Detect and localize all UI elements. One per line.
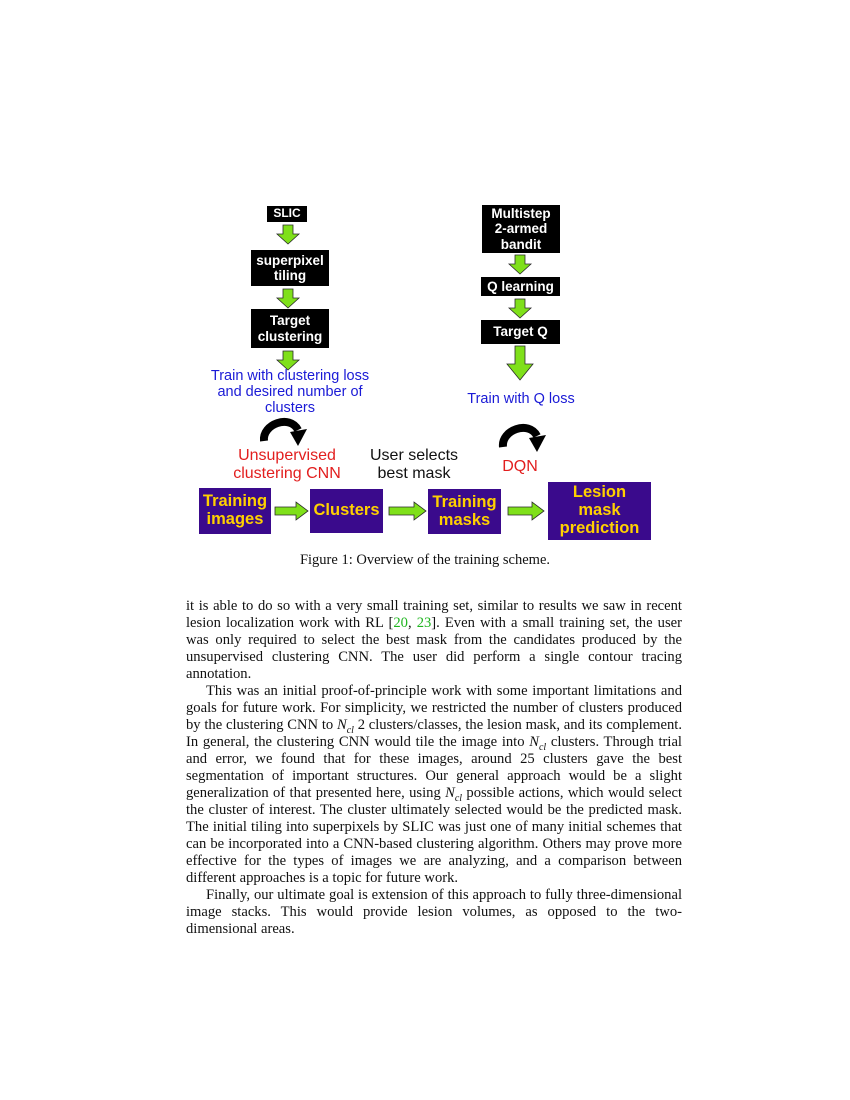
figure-arrows bbox=[260, 224, 546, 521]
superpixel-tiling-box: superpixel tiling bbox=[251, 250, 329, 286]
multistep-bandit-box: Multistep 2-armed bandit bbox=[482, 205, 560, 253]
paragraph-1: it is able to do so with a very small tr… bbox=[186, 598, 682, 683]
clusters-box: Clusters bbox=[310, 489, 383, 533]
p1-text-a: it is able to do so with a very small tr… bbox=[186, 598, 682, 631]
cite-separator: , bbox=[407, 615, 417, 631]
ncl-symbol-1: Ncl bbox=[336, 717, 354, 736]
curved-arrow-right bbox=[499, 423, 546, 452]
figure-caption: Figure 1: Overview of the training schem… bbox=[299, 552, 551, 568]
p2-text-c: clusters. Through trial and error, we fo… bbox=[186, 734, 682, 801]
ncl-symbol-3: Ncl bbox=[445, 785, 463, 804]
unsupervised-clustering-cnn-label: Unsupervised clustering CNN bbox=[233, 447, 341, 482]
training-masks-box: Training masks bbox=[428, 489, 501, 534]
arrow-right-1 bbox=[274, 501, 309, 521]
body-text: it is able to do so with a very small tr… bbox=[186, 598, 682, 938]
p2-text-a: This was an initial proof-of-principle w… bbox=[186, 683, 682, 733]
training-scheme-figure: SLIC superpixel tiling Target clustering… bbox=[199, 205, 651, 540]
arrow-down-1 bbox=[276, 224, 300, 245]
paragraph-2: This was an initial proof-of-principle w… bbox=[186, 683, 682, 887]
arrow-right-2 bbox=[388, 501, 427, 521]
p1-text-b: ]. Even with a small training set, the u… bbox=[186, 615, 682, 682]
training-images-box: Training images bbox=[199, 488, 271, 534]
curved-arrow-left bbox=[260, 417, 307, 446]
left-train-label: Train with clustering loss and desired n… bbox=[210, 368, 370, 417]
user-selects-label: User selects best mask bbox=[369, 447, 459, 482]
arrow-right-3 bbox=[507, 501, 545, 521]
slic-box: SLIC bbox=[267, 206, 307, 222]
paragraph-3: Finally, our ultimate goal is extension … bbox=[186, 887, 682, 937]
target-clustering-box: Target clustering bbox=[251, 309, 329, 348]
arrow-down-4 bbox=[508, 254, 532, 275]
dqn-label: DQN bbox=[502, 458, 538, 475]
ncl-symbol-2: Ncl bbox=[529, 734, 547, 753]
lesion-mask-prediction-box: Lesion mask prediction bbox=[548, 482, 651, 540]
citation-23[interactable]: 23 bbox=[416, 615, 432, 631]
arrow-down-2 bbox=[276, 288, 300, 309]
target-q-box: Target Q bbox=[481, 320, 560, 344]
q-learning-box: Q learning bbox=[481, 277, 560, 296]
arrow-down-5 bbox=[508, 298, 532, 319]
arrow-down-long bbox=[506, 345, 534, 381]
p2-text-d: possible actions, which would select the… bbox=[186, 785, 683, 886]
p2-text-b: 2 clusters/classes, the lesion mask, and… bbox=[186, 717, 682, 750]
citation-20[interactable]: 20 bbox=[393, 615, 408, 631]
right-train-label: Train with Q loss bbox=[467, 391, 575, 407]
